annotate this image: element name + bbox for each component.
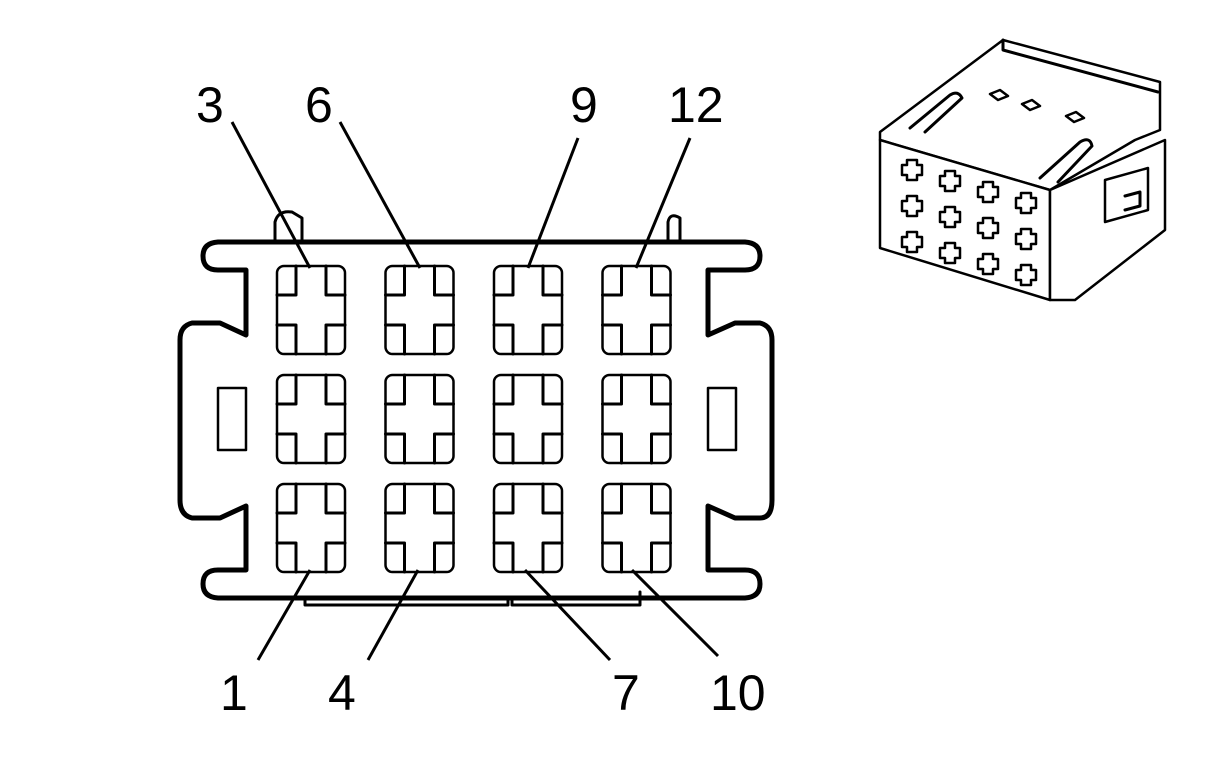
iso-cavity <box>976 180 1000 204</box>
iso-rib-right <box>1038 138 1094 184</box>
pin-label-7: 7 <box>612 665 640 721</box>
pin-7-leader <box>523 568 612 662</box>
iso-rib-left <box>908 91 964 134</box>
iso-cavity <box>900 158 924 182</box>
connector-housing <box>177 239 775 601</box>
terminal-cross <box>492 482 564 574</box>
iso-cavity <box>938 241 962 265</box>
pin-10-leader <box>630 568 720 658</box>
terminal-cross <box>275 264 347 356</box>
iso-cavity <box>1014 227 1038 251</box>
terminal-cross <box>384 373 455 465</box>
pin-cavity-outline <box>384 373 455 465</box>
iso-cavity <box>938 169 962 193</box>
bottom-key-rail <box>303 596 510 607</box>
pin-label-9: 9 <box>570 77 598 133</box>
pin-cavity-outline <box>384 264 455 356</box>
bottom-key-rail <box>510 590 642 607</box>
pin-4-leader <box>366 569 420 661</box>
iso-top-ridge <box>1001 38 1160 94</box>
pin-cavity <box>384 373 455 465</box>
pin-9-leader <box>526 137 580 269</box>
pin-cavity <box>601 482 672 574</box>
iso-cavity-grid <box>900 158 1038 287</box>
pin-label-1: 1 <box>220 665 248 721</box>
pin-1-leader <box>256 569 312 661</box>
pin-label-4: 4 <box>328 665 356 721</box>
iso-slot <box>1020 98 1042 112</box>
pin-cavity-outline <box>492 264 564 356</box>
iso-side-lock-inner <box>1123 190 1142 212</box>
pin-cavity <box>601 264 672 356</box>
pin-cavity-outline <box>601 482 672 574</box>
terminal-cross <box>601 482 672 574</box>
iso-cavity <box>938 205 962 229</box>
pin-cavity-outline <box>275 373 347 465</box>
side-lock-window-left <box>216 386 248 452</box>
iso-cavity <box>1014 263 1038 287</box>
iso-cavity <box>900 230 924 254</box>
pin-cavity-outline <box>384 482 455 574</box>
pin-label-3: 3 <box>196 77 224 133</box>
terminal-cross <box>275 482 347 574</box>
terminal-cross <box>492 264 564 356</box>
pin-3-leader <box>230 121 312 269</box>
terminal-cross <box>275 373 347 465</box>
pin-label-12: 12 <box>668 77 724 133</box>
terminal-cross <box>601 264 672 356</box>
iso-slot <box>988 88 1010 102</box>
pin-cavity-outline <box>492 373 564 465</box>
iso-cavity <box>976 252 1000 276</box>
terminal-cross <box>384 264 455 356</box>
connector-isometric-view <box>878 38 1167 302</box>
iso-cavity <box>900 194 924 218</box>
pin-6-leader <box>338 121 422 269</box>
terminal-cross <box>601 373 672 465</box>
cavity-grid <box>275 264 672 574</box>
top-latch <box>666 214 682 244</box>
pin-cavity-outline <box>492 482 564 574</box>
iso-cavity <box>1014 191 1038 215</box>
pin-cavity <box>275 373 347 465</box>
pin-cavity <box>275 264 347 356</box>
pin-label-10: 10 <box>710 665 766 721</box>
iso-cavity <box>976 216 1000 240</box>
pin-cavity <box>492 264 564 356</box>
connector-face-view: 3 6 9 12 1 4 7 10 <box>177 77 775 721</box>
pin-12-leader <box>634 137 692 269</box>
pin-cavity <box>601 373 672 465</box>
pin-cavity <box>275 482 347 574</box>
side-lock-window-right <box>706 386 738 452</box>
pin-cavity <box>492 373 564 465</box>
pin-cavity-outline <box>601 373 672 465</box>
iso-slot <box>1064 110 1086 124</box>
pin-cavity <box>384 482 455 574</box>
pin-cavity <box>492 482 564 574</box>
pin-cavity <box>384 264 455 356</box>
pin-cavity-outline <box>275 264 347 356</box>
terminal-cross <box>384 482 455 574</box>
terminal-cross <box>492 373 564 465</box>
pin-cavity-outline <box>275 482 347 574</box>
pin-label-6: 6 <box>305 77 333 133</box>
pin-cavity-outline <box>601 264 672 356</box>
